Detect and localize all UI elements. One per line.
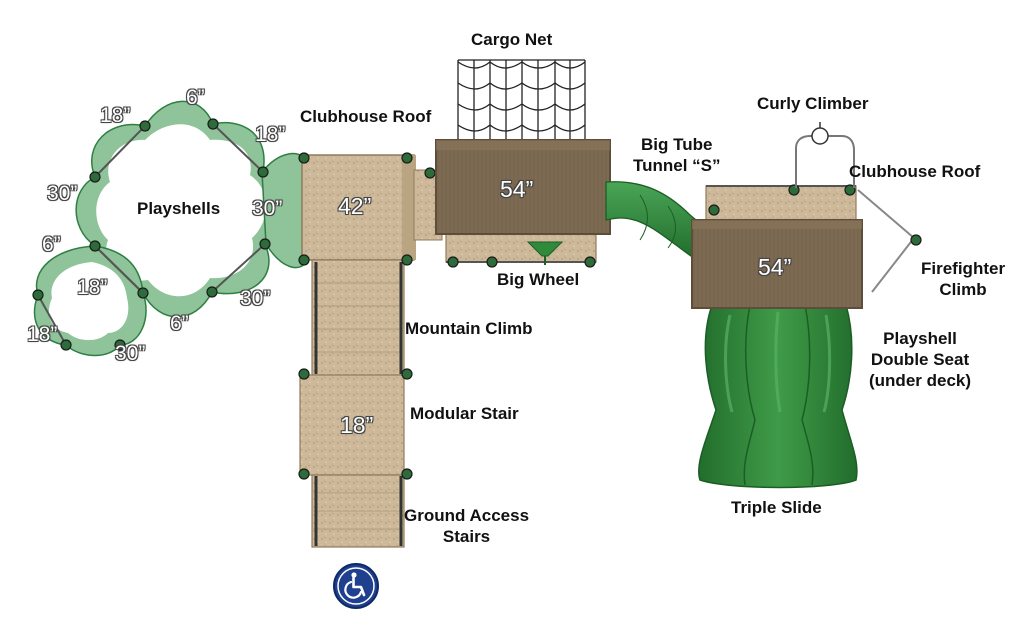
deck-42-right-strip bbox=[402, 155, 416, 260]
middle-deck-base bbox=[445, 229, 597, 263]
label-firefighter-climb-text: Firefighter Climb bbox=[921, 259, 1006, 299]
label-clubhouse-roof-left: Clubhouse Roof bbox=[300, 107, 432, 126]
playshell-lower-inner bbox=[48, 262, 129, 341]
label-curly-climber: Curly Climber bbox=[757, 94, 869, 113]
label-big-tube-tunnel-text: Big Tube Tunnel “S” bbox=[633, 135, 721, 175]
accessibility-badge bbox=[333, 563, 379, 609]
dim-shell-6-left: 6” bbox=[42, 233, 61, 256]
wheelchair-icon bbox=[337, 567, 375, 605]
deck-18 bbox=[299, 374, 405, 476]
dim-shell-18-mid: 18” bbox=[77, 276, 108, 299]
dim-shell-6-bottom: 6” bbox=[170, 312, 189, 335]
dim-shell-30-bottom-right: 30” bbox=[240, 287, 271, 310]
dim-roof-54-left: 54” bbox=[500, 176, 534, 202]
curly-climber bbox=[795, 122, 855, 188]
label-ground-access-stairs: Ground Access Stairs bbox=[404, 505, 529, 547]
label-modular-stair: Modular Stair bbox=[410, 404, 519, 423]
left-deck-tower bbox=[298, 152, 416, 548]
playshells bbox=[32, 100, 307, 357]
clubhouse-roof-right bbox=[691, 219, 863, 309]
dim-shell-18-bottom-left: 18” bbox=[27, 323, 58, 346]
dim-shell-30-left: 30” bbox=[47, 182, 78, 205]
dim-shell-6-top: 6” bbox=[186, 86, 205, 109]
label-triple-slide: Triple Slide bbox=[731, 498, 822, 517]
label-playshells: Playshells bbox=[137, 199, 221, 218]
label-firefighter-climb: Firefighter Climb bbox=[921, 258, 1005, 300]
label-playshell-double-seat: Playshell Double Seat (under deck) bbox=[869, 328, 971, 391]
right-deck bbox=[705, 184, 857, 223]
playshell-upper-inner bbox=[96, 124, 266, 297]
dim-shell-18-top-right: 18” bbox=[255, 123, 286, 146]
dim-shell-30-right: 30” bbox=[252, 197, 283, 220]
label-playshell-double-seat-text: Playshell Double Seat (under deck) bbox=[869, 329, 972, 390]
deck-42 bbox=[301, 154, 415, 261]
mountain-climb-ramp bbox=[311, 259, 405, 376]
triple-slide bbox=[698, 304, 858, 489]
dim-roof-54-right: 54” bbox=[758, 254, 792, 280]
cargo-net bbox=[457, 59, 586, 140]
label-big-wheel: Big Wheel bbox=[497, 270, 580, 289]
firefighter-climb bbox=[857, 189, 922, 293]
big-wheel bbox=[526, 241, 564, 257]
middle-deck bbox=[413, 167, 597, 268]
dim-shell-18-top-left: 18” bbox=[100, 104, 131, 127]
dim-deck-42: 42” bbox=[338, 193, 372, 219]
label-mountain-climb: Mountain Climb bbox=[405, 319, 533, 338]
label-clubhouse-roof-right: Clubhouse Roof bbox=[849, 162, 981, 181]
label-ground-access-stairs-text: Ground Access Stairs bbox=[404, 506, 530, 546]
dim-shell-30-bottom: 30” bbox=[115, 342, 146, 365]
label-cargo-net: Cargo Net bbox=[471, 30, 553, 49]
clubhouse-roof-left bbox=[435, 139, 611, 235]
label-big-tube-tunnel: Big Tube Tunnel “S” bbox=[633, 134, 721, 176]
dim-deck-18: 18” bbox=[340, 412, 374, 438]
